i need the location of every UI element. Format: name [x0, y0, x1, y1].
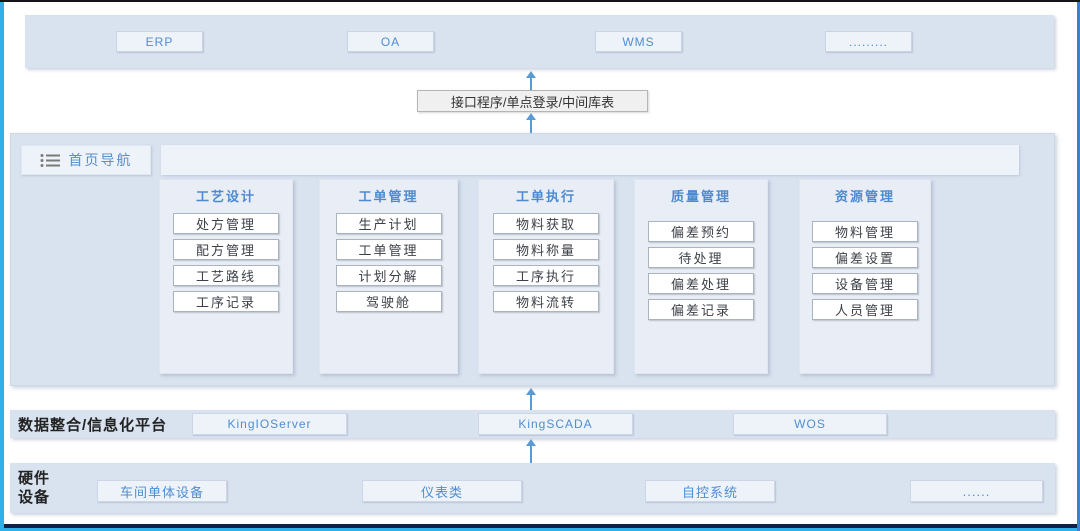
wms-box[interactable]: WMS: [595, 31, 682, 52]
panel-items: 偏差预约 待处理 偏差处理 偏差记录: [635, 221, 767, 320]
home-nav-label: 首页导航: [68, 152, 133, 168]
module-button[interactable]: 待处理: [648, 247, 754, 268]
module-button[interactable]: 工序记录: [173, 291, 279, 312]
hardware-label-line1: 硬件: [18, 470, 51, 487]
auto-control-system-box[interactable]: 自控系统: [645, 480, 775, 502]
instrument-box[interactable]: 仪表类: [362, 480, 522, 502]
arrow-up-hardware-to-platform: [526, 439, 536, 463]
hardware-band: 硬件 设备 车间单体设备 仪表类 自控系统 ......: [10, 463, 1055, 513]
panel-title: 质量管理: [670, 189, 731, 204]
module-button[interactable]: 偏差记录: [648, 299, 754, 320]
panel-title: 工艺设计: [195, 189, 256, 204]
external-systems-band: ERP OA WMS .........: [25, 15, 1054, 68]
arrow-up-mes-to-interface: [526, 113, 536, 133]
home-nav-button[interactable]: 首页导航: [21, 145, 151, 175]
panel-items: 物料管理 偏差设置 设备管理 人员管理: [800, 221, 930, 320]
module-button[interactable]: 偏差处理: [648, 273, 754, 294]
workshop-equipment-box[interactable]: 车间单体设备: [97, 480, 227, 502]
panel-items: 生产计划 工单管理 计划分解 驾驶舱: [320, 213, 457, 312]
module-panel-workorder-execution: 工单执行 物料获取 物料称量 工序执行 物料流转: [478, 179, 614, 374]
erp-box[interactable]: ERP: [116, 31, 203, 52]
module-button[interactable]: 工艺路线: [173, 265, 279, 286]
module-button[interactable]: 工序执行: [493, 265, 599, 286]
module-button[interactable]: 驾驶舱: [335, 291, 442, 312]
module-button[interactable]: 处方管理: [173, 213, 279, 234]
panel-title: 工单执行: [515, 189, 576, 204]
panel-title: 资源管理: [834, 189, 895, 204]
module-button[interactable]: 设备管理: [812, 273, 918, 294]
nav-bar: [161, 145, 1019, 175]
wos-box[interactable]: WOS: [733, 413, 887, 435]
interface-layer-box: 接口程序/单点登录/中间库表: [417, 90, 648, 112]
module-button[interactable]: 物料管理: [812, 221, 918, 242]
platform-band: 数据整合/信息化平台 KingIOServer KingSCADA WOS: [10, 410, 1055, 438]
panel-title: 工单管理: [358, 189, 419, 204]
module-button[interactable]: 配方管理: [173, 239, 279, 260]
other-systems-box[interactable]: .........: [825, 31, 912, 52]
panel-items: 物料获取 物料称量 工序执行 物料流转: [479, 213, 613, 312]
oa-box[interactable]: OA: [347, 31, 434, 52]
module-button[interactable]: 偏差设置: [812, 247, 918, 268]
module-button[interactable]: 物料称量: [493, 239, 599, 260]
list-icon: [40, 153, 60, 167]
kingscada-box[interactable]: KingSCADA: [478, 413, 633, 435]
module-panel-quality-management: 质量管理 偏差预约 待处理 偏差处理 偏差记录: [634, 179, 768, 374]
module-panel-resource-management: 资源管理 物料管理 偏差设置 设备管理 人员管理: [799, 179, 931, 374]
module-button[interactable]: 生产计划: [335, 213, 442, 234]
module-button[interactable]: 物料流转: [493, 291, 599, 312]
module-panel-workorder-management: 工单管理 生产计划 工单管理 计划分解 驾驶舱: [319, 179, 458, 374]
hardware-band-label: 硬件 设备: [18, 469, 50, 507]
platform-band-label: 数据整合/信息化平台: [18, 416, 168, 434]
hardware-label-line2: 设备: [18, 489, 51, 506]
other-hardware-box[interactable]: ......: [910, 480, 1043, 502]
module-panel-process-design: 工艺设计 处方管理 配方管理 工艺路线 工序记录: [159, 179, 293, 374]
panel-items: 处方管理 配方管理 工艺路线 工序记录: [160, 213, 292, 312]
module-button[interactable]: 工单管理: [335, 239, 442, 260]
module-button[interactable]: 偏差预约: [648, 221, 754, 242]
mes-main-box: 首页导航 工艺设计 处方管理 配方管理 工艺路线 工序记录 工单管理 生产计划 …: [10, 133, 1055, 386]
module-button[interactable]: 人员管理: [812, 299, 918, 320]
module-button[interactable]: 计划分解: [335, 265, 442, 286]
module-button[interactable]: 物料获取: [493, 213, 599, 234]
kingioserver-box[interactable]: KingIOServer: [192, 413, 347, 435]
arrow-up-interface-to-external: [526, 71, 536, 90]
arrow-up-platform-to-mes: [526, 388, 536, 410]
